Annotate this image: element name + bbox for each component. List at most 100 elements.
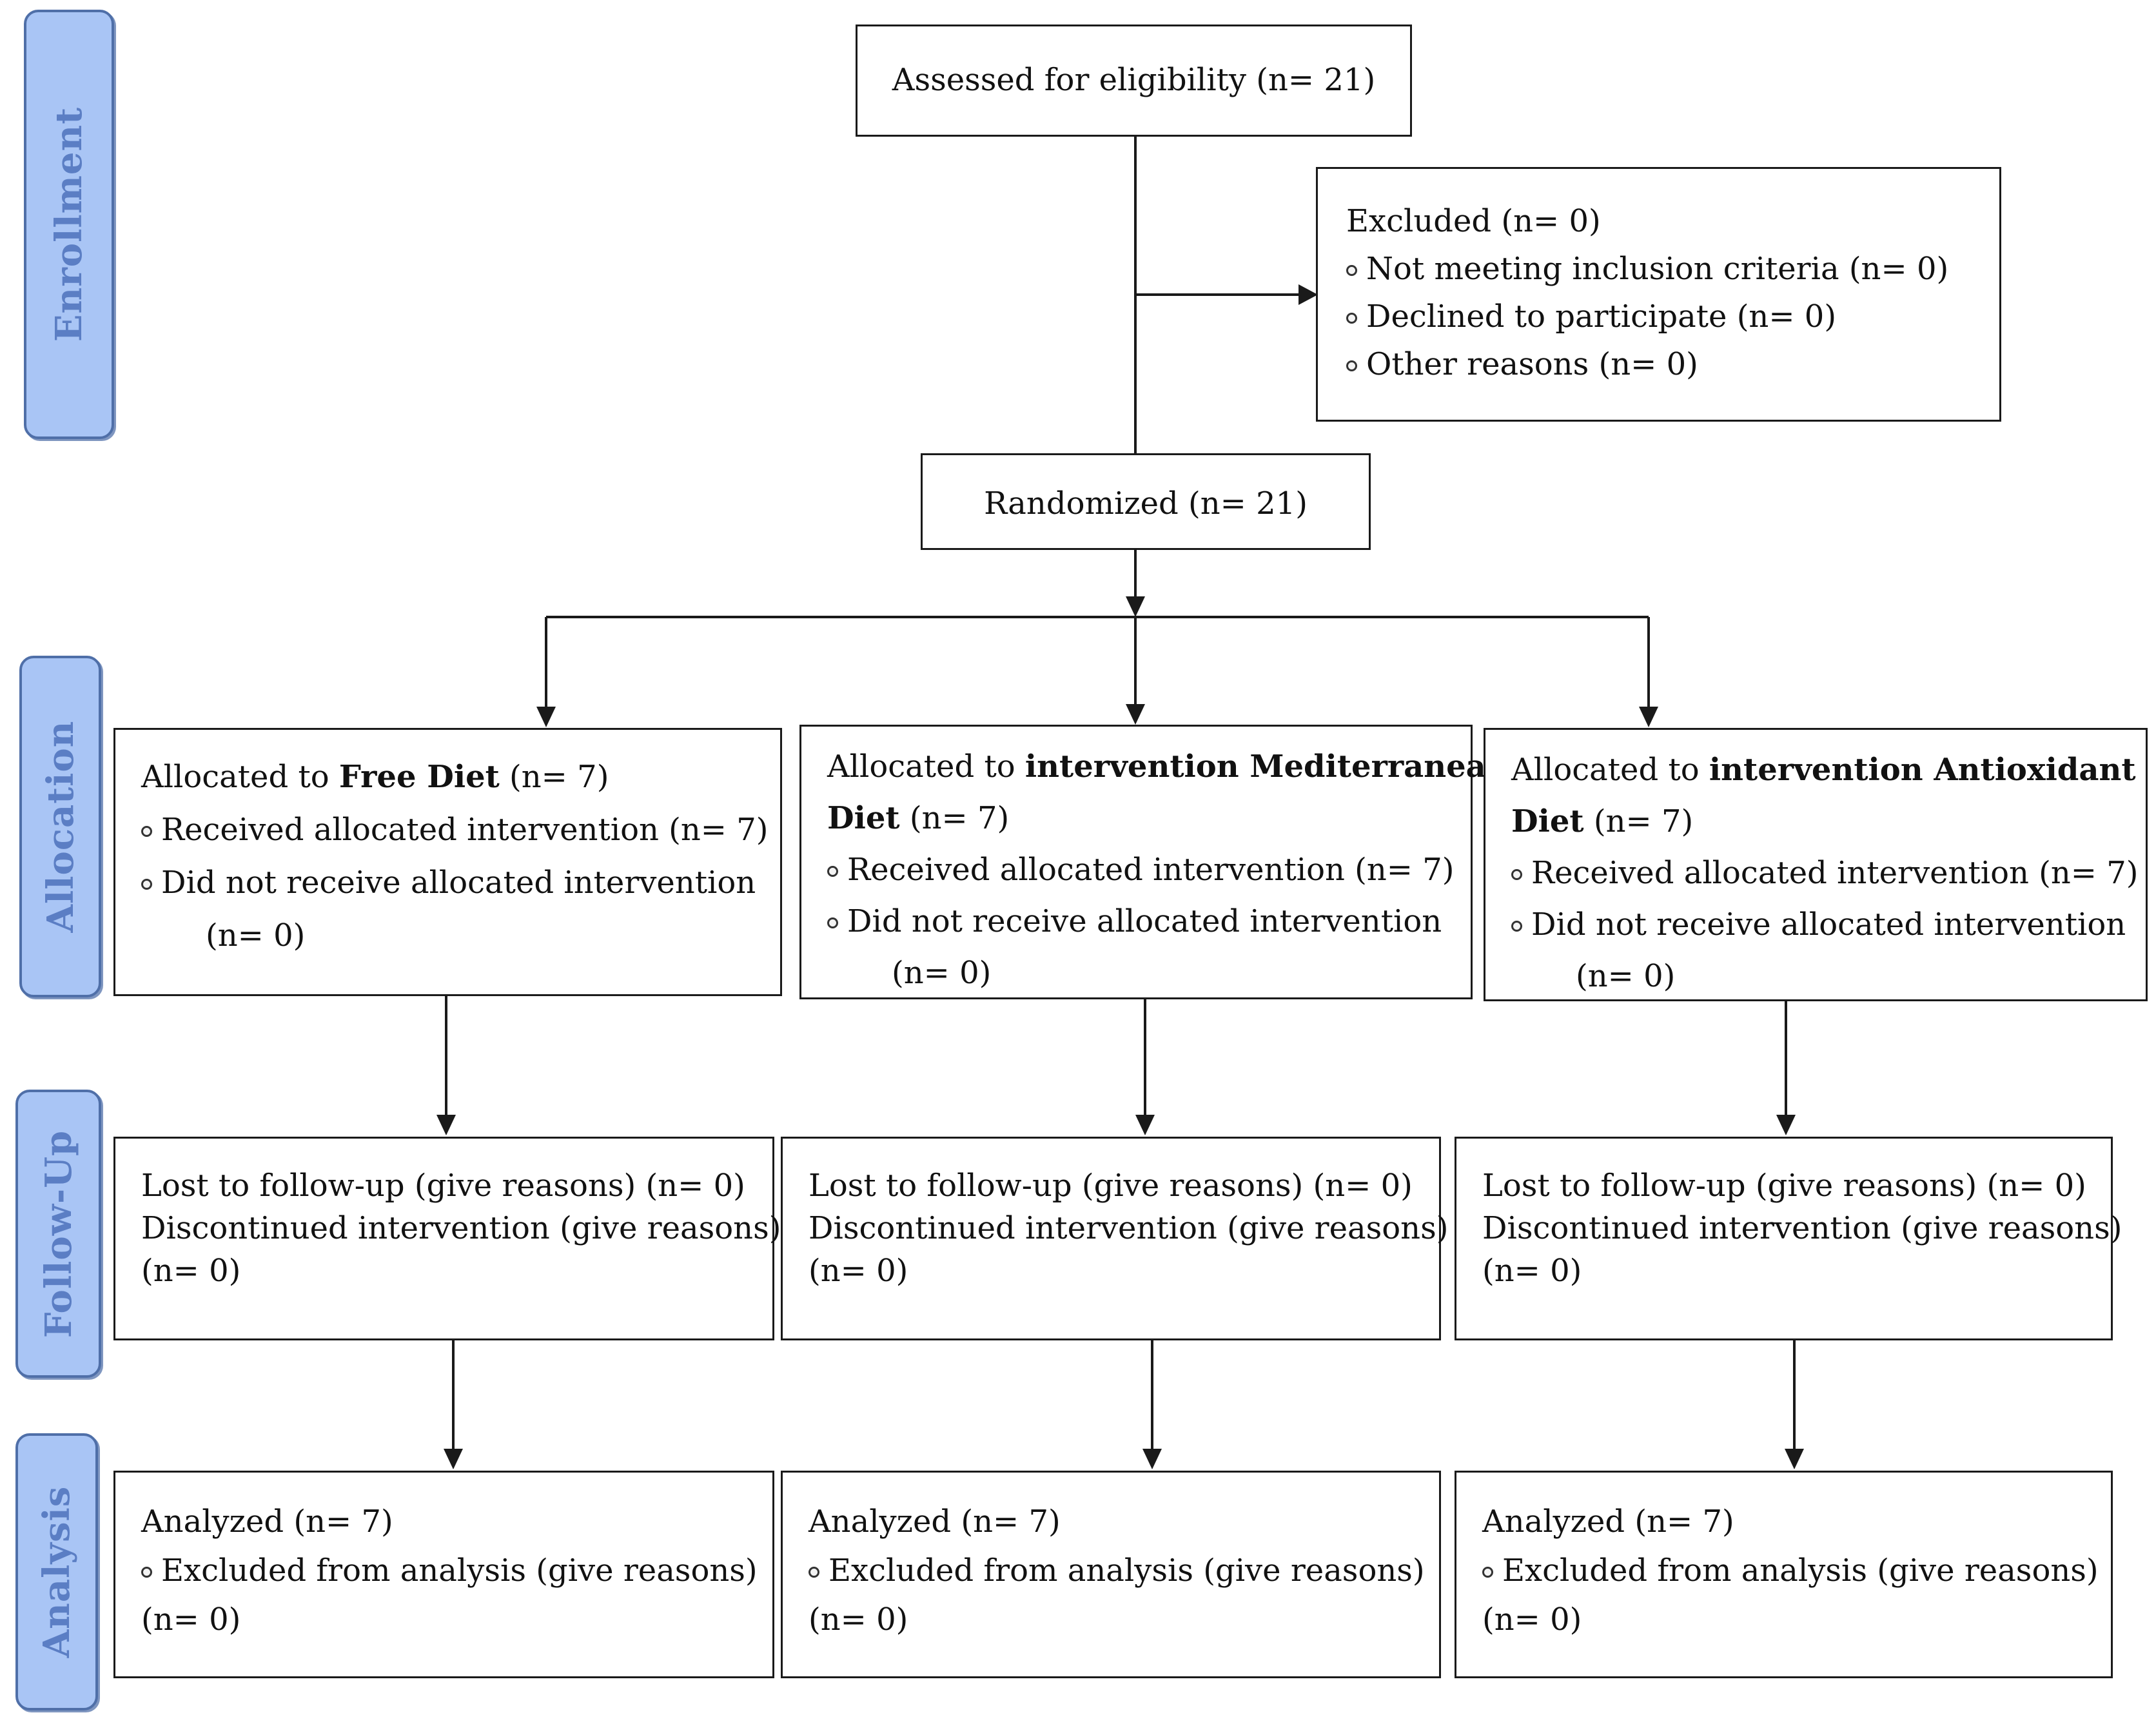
allocation-prefix: Allocated to: [141, 759, 339, 795]
arrowhead-alloc-left: [536, 707, 556, 727]
bullet-icon: [827, 917, 838, 928]
bullet-icon: [141, 879, 152, 890]
analysis-excluded-text: Excluded from analysis (give reasons): [828, 1553, 1425, 1589]
stage-label-analysis: Analysis: [15, 1433, 98, 1710]
allocation-box-mediterranean: Allocated to intervention Mediterranean …: [799, 725, 1509, 999]
allocation-box-antioxidant: Allocated to intervention Antioxidant Di…: [1484, 728, 2148, 1001]
bullet-icon: [1511, 869, 1522, 880]
allocation-not-received-text: Did not receive allocated intervention: [1531, 906, 2126, 943]
followup-lost: Lost to follow-up (give reasons) (n= 0): [1482, 1168, 2086, 1204]
followup-discontinued: Discontinued intervention (give reasons): [141, 1210, 781, 1246]
allocation-not-received-text: Did not receive allocated intervention: [161, 865, 756, 901]
allocation-prefix: Allocated to: [827, 749, 1025, 785]
analysis-box-antioxidant: Analyzed (n= 7) Excluded from analysis (…: [1455, 1471, 2113, 1678]
excluded-item: Other reasons (n= 0): [1346, 340, 1999, 388]
followup-box-antioxidant: Lost to follow-up (give reasons) (n= 0) …: [1455, 1137, 2122, 1340]
allocation-arm-name-cont: Diet: [827, 800, 900, 836]
allocation-not-received-text: Did not receive allocated intervention: [847, 903, 1442, 939]
allocation-box-free-diet: Allocated to Free Diet (n= 7) Received a…: [113, 728, 782, 996]
followup-discontinued: Discontinued intervention (give reasons): [808, 1210, 1449, 1246]
excluded-title: Excluded (n= 0): [1346, 203, 1601, 239]
allocation-arm-name: intervention Mediterranean: [1024, 749, 1509, 785]
arrowhead-followup-right: [1776, 1115, 1796, 1135]
arrowhead-analysis-center: [1142, 1449, 1162, 1469]
analysis-excluded-count: (n= 0): [1482, 1602, 1582, 1638]
analysis-excluded: Excluded from analysis (give reasons): [1482, 1546, 2111, 1595]
excluded-item-text: Not meeting inclusion criteria (n= 0): [1366, 251, 1949, 287]
arrowhead-analysis-left: [444, 1449, 463, 1469]
followup-lost: Lost to follow-up (give reasons) (n= 0): [808, 1168, 1413, 1204]
bullet-icon: [1346, 313, 1357, 324]
followup-discontinued-count: (n= 0): [1482, 1253, 1582, 1289]
followup-box-mediterranean: Lost to follow-up (give reasons) (n= 0) …: [781, 1137, 1449, 1340]
stage-label-enrollment-text: Enrollment: [48, 106, 90, 342]
allocation-title-cont: Diet (n= 7): [827, 792, 1471, 844]
bullet-icon: [1346, 265, 1357, 276]
excluded-box: Excluded (n= 0) Not meeting inclusion cr…: [1316, 167, 2001, 422]
allocation-title: Allocated to Free Diet (n= 7): [141, 750, 780, 803]
arrowhead-excluded: [1298, 284, 1318, 305]
analysis-box-free-diet: Analyzed (n= 7) Excluded from analysis (…: [113, 1471, 774, 1678]
bullet-icon: [827, 866, 838, 877]
bullet-icon: [141, 1567, 152, 1578]
randomized-box: Randomized (n= 21): [921, 453, 1371, 550]
allocation-count: (n= 7): [899, 800, 1010, 836]
allocation-received-text: Received allocated intervention (n= 7): [1531, 855, 2139, 891]
allocation-not-received-count: (n= 0): [1576, 958, 1676, 994]
bullet-icon: [808, 1567, 819, 1578]
allocation-received-text: Received allocated intervention (n= 7): [847, 852, 1455, 888]
allocation-not-received: Did not receive allocated intervention: [827, 896, 1471, 947]
bullet-icon: [1346, 360, 1357, 371]
stage-label-analysis-text: Analysis: [35, 1485, 78, 1658]
followup-lost: Lost to follow-up (give reasons) (n= 0): [141, 1168, 745, 1204]
arrowhead-alloc-center: [1126, 704, 1145, 725]
analysis-excluded-count: (n= 0): [141, 1602, 241, 1638]
arrowhead-randomized-split: [1126, 596, 1145, 617]
followup-discontinued-count: (n= 0): [808, 1253, 908, 1289]
allocation-arm-name: Free Diet: [338, 759, 500, 795]
excluded-item-text: Other reasons (n= 0): [1366, 346, 1698, 382]
allocation-not-received: Did not receive allocated intervention: [1511, 899, 2146, 950]
stage-label-allocation: Allocation: [19, 656, 101, 997]
arrowhead-alloc-right: [1639, 707, 1658, 727]
allocation-arm-name-cont: Diet: [1511, 803, 1584, 839]
analysis-analyzed: Analyzed (n= 7): [1482, 1504, 1734, 1540]
stage-label-enrollment: Enrollment: [24, 10, 114, 439]
allocation-arm-name: intervention Antioxidant: [1709, 752, 2136, 788]
stage-label-allocation-text: Allocation: [39, 720, 82, 933]
allocation-count: (n= 7): [499, 759, 609, 795]
bullet-icon: [141, 826, 152, 837]
allocation-not-received-count: (n= 0): [892, 955, 992, 991]
allocation-title: Allocated to intervention Antioxidant: [1511, 744, 2146, 796]
analysis-analyzed: Analyzed (n= 7): [808, 1504, 1061, 1540]
allocation-received: Received allocated intervention (n= 7): [141, 803, 780, 856]
stage-label-followup-text: Follow-Up: [37, 1130, 80, 1338]
assessed-box: Assessed for eligibility (n= 21): [856, 24, 1412, 137]
allocation-received: Received allocated intervention (n= 7): [1511, 847, 2146, 899]
allocation-not-received: Did not receive allocated intervention: [141, 856, 780, 909]
allocation-prefix: Allocated to: [1511, 752, 1709, 788]
arrowhead-followup-left: [436, 1115, 456, 1135]
stage-label-followup: Follow-Up: [15, 1090, 101, 1378]
assessed-text: Assessed for eligibility (n= 21): [892, 62, 1376, 98]
analysis-excluded: Excluded from analysis (give reasons): [808, 1546, 1439, 1595]
allocation-not-received-count: (n= 0): [206, 917, 306, 954]
analysis-excluded-text: Excluded from analysis (give reasons): [161, 1553, 758, 1589]
arrowhead-analysis-right: [1785, 1449, 1804, 1469]
allocation-count: (n= 7): [1583, 803, 1694, 839]
arrowhead-followup-center: [1135, 1115, 1155, 1135]
analysis-excluded: Excluded from analysis (give reasons): [141, 1546, 772, 1595]
randomized-text: Randomized (n= 21): [984, 485, 1308, 522]
bullet-icon: [1482, 1567, 1493, 1578]
excluded-item-text: Declined to participate (n= 0): [1366, 299, 1837, 335]
analysis-excluded-count: (n= 0): [808, 1602, 908, 1638]
followup-discontinued-count: (n= 0): [141, 1253, 241, 1289]
allocation-received: Received allocated intervention (n= 7): [827, 844, 1471, 896]
excluded-item: Not meeting inclusion criteria (n= 0): [1346, 245, 1999, 293]
allocation-received-text: Received allocated intervention (n= 7): [161, 812, 769, 848]
allocation-title-cont: Diet (n= 7): [1511, 796, 2146, 847]
allocation-title: Allocated to intervention Mediterranean: [827, 741, 1509, 792]
excluded-item: Declined to participate (n= 0): [1346, 293, 1999, 340]
